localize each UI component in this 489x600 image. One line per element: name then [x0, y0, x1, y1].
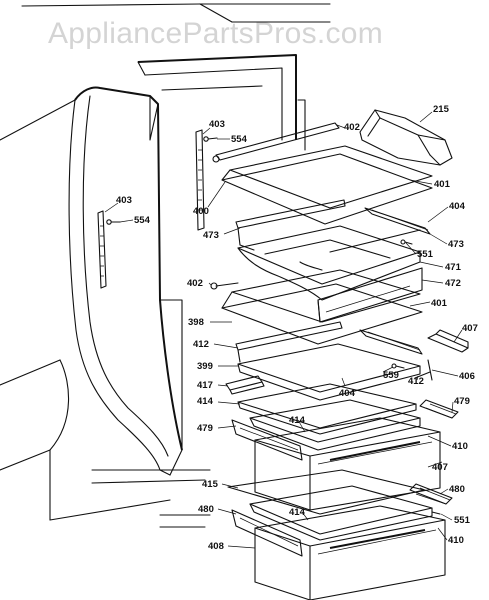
- slide-rail-417: [225, 375, 265, 395]
- label-472: 472: [445, 278, 461, 289]
- label-414-lower: 414: [289, 507, 306, 518]
- label-399: 399: [197, 361, 213, 372]
- label-471: 471: [445, 262, 462, 273]
- shelf-front-trim-lower: [210, 282, 239, 290]
- label-551-upper: 551: [417, 249, 434, 260]
- label-410-upper: 410: [452, 441, 468, 452]
- slide-rail-480-right: [409, 483, 453, 505]
- label-404-lower: 404: [339, 388, 356, 399]
- label-473-left: 473: [203, 230, 219, 241]
- glass-shelf-lower: [221, 269, 423, 345]
- label-480-left: 480: [198, 504, 214, 515]
- screw-554-upper: [203, 136, 218, 142]
- label-414-upper: 414: [197, 396, 214, 407]
- watermark-text: AppliancePartsPros.com: [48, 17, 383, 50]
- leader-lines: [104, 111, 463, 549]
- glass-shelf-upper: [221, 145, 433, 225]
- label-401-upper: 401: [434, 179, 451, 190]
- label-412-left: 412: [193, 339, 209, 350]
- clip-559: [391, 363, 405, 369]
- label-554-lower: 554: [134, 215, 151, 226]
- label-215: 215: [433, 104, 450, 115]
- shelf-slide-lower: [359, 329, 423, 355]
- crisper-cover-414-middle: [249, 399, 421, 451]
- cabinet-outline: [0, 3, 331, 528]
- label-559: 559: [383, 370, 399, 381]
- label-403-upper: 403: [209, 119, 225, 130]
- label-554-upper: 554: [231, 134, 248, 145]
- label-407-lower: 407: [432, 462, 448, 473]
- crisper-cover-414-upper: [237, 383, 417, 435]
- shelf-rail-right: [195, 129, 205, 231]
- label-479-left: 479: [197, 423, 213, 434]
- clip-551-upper: [400, 239, 413, 245]
- label-404-upper: 404: [449, 201, 466, 212]
- label-398: 398: [188, 317, 204, 328]
- label-408: 408: [208, 541, 224, 552]
- shelf-399: [237, 343, 421, 401]
- label-401-lower: 401: [431, 298, 448, 309]
- label-410-lower: 410: [448, 535, 464, 546]
- slide-rail-479-left: [231, 419, 303, 461]
- frame-473: [235, 199, 421, 253]
- label-480-right: 480: [449, 484, 465, 495]
- label-417: 417: [197, 380, 213, 391]
- label-415: 415: [202, 479, 219, 490]
- label-400: 400: [193, 206, 209, 217]
- label-406: 406: [459, 371, 475, 382]
- shelf-front-trim-upper: [212, 122, 340, 163]
- shelf-rail-left: [97, 210, 107, 289]
- label-479-right: 479: [454, 396, 470, 407]
- label-414-middle: 414: [289, 415, 306, 426]
- screw-554-lower: [106, 219, 121, 225]
- label-402-lower: 402: [187, 278, 203, 289]
- label-473-right: 473: [448, 239, 464, 250]
- drawer-front-472: [317, 267, 423, 323]
- slide-rail-480-left: [231, 509, 303, 557]
- crisper-pan-471: [237, 225, 421, 301]
- clip-551-lower: [431, 511, 441, 515]
- label-403-lower: 403: [116, 195, 132, 206]
- slide-rail-407-upper: [427, 329, 469, 353]
- shelf-415: [227, 469, 425, 515]
- part-labels: 403 554 402 215 401 400 404 473 473 551 …: [116, 104, 478, 552]
- crisper-drawer-407: [254, 417, 441, 511]
- label-412-right: 412: [408, 376, 424, 387]
- label-407-upper: 407: [462, 323, 478, 334]
- label-551-lower: 551: [454, 515, 471, 526]
- crisper-cover-414-lower: [249, 485, 433, 541]
- bin-215: [359, 109, 453, 166]
- crisper-drawer-408: [254, 505, 446, 600]
- label-402-upper: 402: [344, 122, 360, 133]
- slide-rail-479-right: [419, 399, 459, 419]
